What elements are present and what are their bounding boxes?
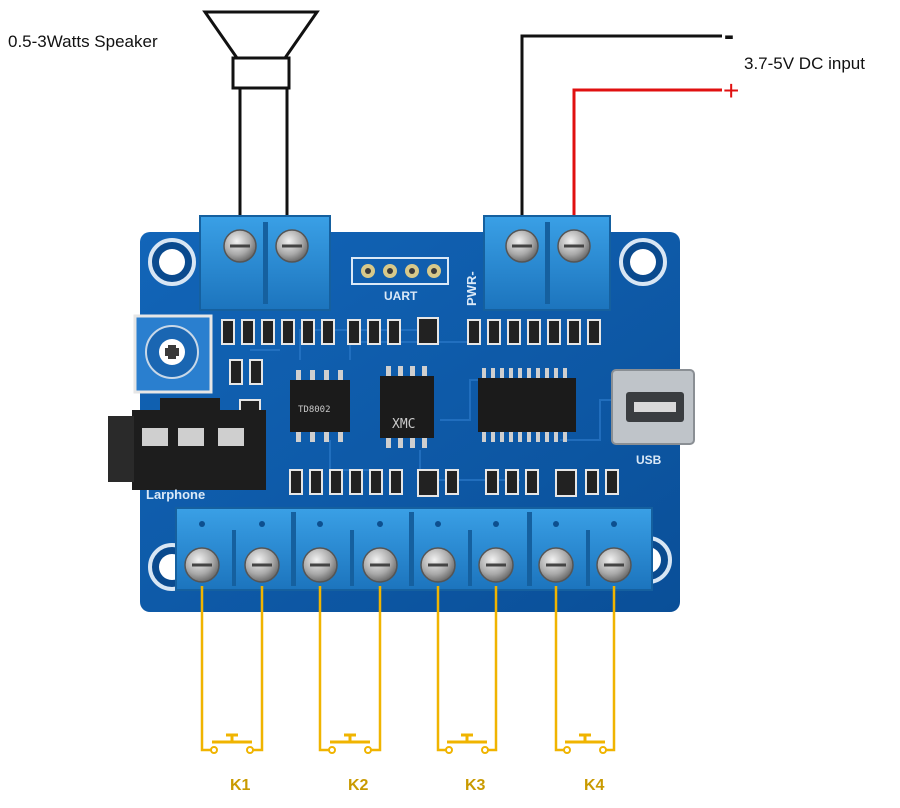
switch-contact <box>328 746 336 754</box>
power-input-label: 3.7-5V DC input <box>744 54 865 73</box>
button-label-k2: K2 <box>348 777 369 794</box>
minus-sign: - <box>724 19 734 52</box>
flash-chip <box>380 366 434 448</box>
switch-contact <box>481 746 489 754</box>
earphone-jack <box>108 398 266 490</box>
pushbutton-k2: K2 <box>318 586 382 794</box>
pushbutton-k1: K1 <box>200 586 264 794</box>
usb-silkscreen: USB <box>636 453 662 467</box>
speaker-terminal-block <box>199 215 331 311</box>
button-wiring: K1 K2 K3 K4 <box>200 586 616 794</box>
pwr-silkscreen: PWR- <box>464 271 479 306</box>
usb-port <box>611 369 695 445</box>
terminal-screw <box>538 547 574 583</box>
terminal-screw <box>420 547 456 583</box>
terminal-screw <box>302 547 338 583</box>
switch-contact <box>364 746 372 754</box>
mounting-hole <box>619 238 667 286</box>
terminal-screw <box>478 547 514 583</box>
amplifier-chip <box>290 370 350 442</box>
flash-chip-label: XMC <box>392 417 415 432</box>
button-label-k4: K4 <box>584 777 605 794</box>
smd-row-top <box>221 317 601 345</box>
button-terminal-block <box>175 507 653 591</box>
volume-potentiometer <box>133 314 213 394</box>
amplifier-chip-label: TD8002 <box>298 405 331 415</box>
terminal-screw <box>362 547 398 583</box>
earphone-silkscreen: Larphone <box>146 487 205 502</box>
speaker-label: 0.5-3Watts Speaker <box>8 32 158 51</box>
switch-contact <box>445 746 453 754</box>
terminal-screw <box>244 547 280 583</box>
mounting-hole <box>148 238 196 286</box>
button-terminal-screws <box>184 547 632 583</box>
button-label-k3: K3 <box>465 777 486 794</box>
speaker-icon <box>202 10 320 90</box>
switch-contact <box>563 746 571 754</box>
button-label-k1: K1 <box>230 777 251 794</box>
power-terminal-block <box>483 215 611 311</box>
smd-row-bottom <box>229 359 619 497</box>
pushbutton-k3: K3 <box>436 586 498 794</box>
uart-silkscreen: UART <box>384 289 418 303</box>
terminal-screw <box>596 547 632 583</box>
plus-sign: + <box>723 75 739 106</box>
speaker-wires <box>238 88 289 232</box>
switch-contact <box>246 746 254 754</box>
switch-contact <box>599 746 607 754</box>
power-wires <box>520 34 722 232</box>
pushbutton-k4: K4 <box>554 586 616 794</box>
uart-header <box>351 257 449 285</box>
terminal-screw <box>184 547 220 583</box>
controller-chip <box>478 368 576 442</box>
switch-contact <box>210 746 218 754</box>
